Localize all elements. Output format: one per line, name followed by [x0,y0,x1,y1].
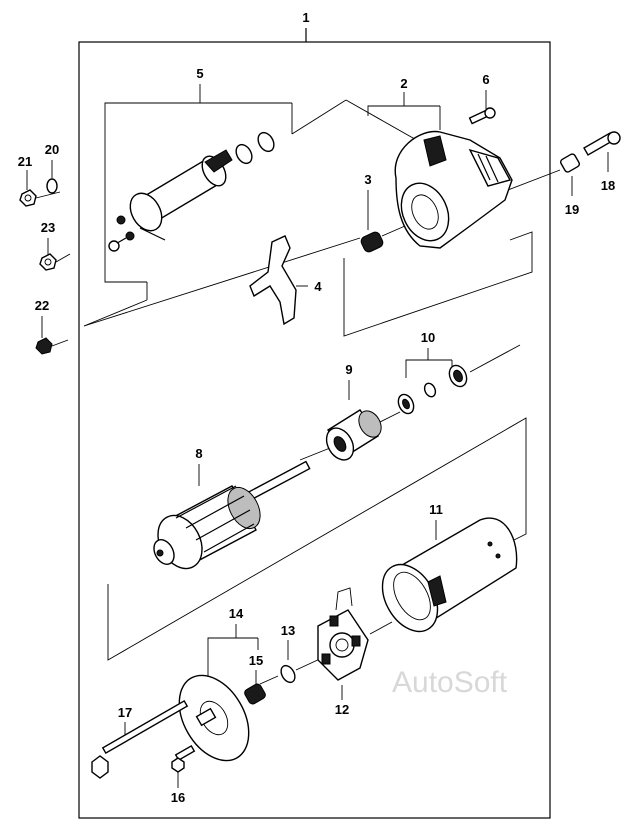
callout-10: 10 [421,330,435,345]
yoke-field-frame [381,517,518,633]
callout-15: 15 [249,653,263,668]
brush-holder [317,587,369,700]
callout-23: 23 [41,220,55,235]
drive-housing [367,92,513,249]
callout-21: 21 [18,154,32,169]
watermark: AutoSoft [392,666,508,699]
return-spring [360,190,406,253]
stop-ring-set [397,348,468,415]
callout-3: 3 [364,172,371,187]
callout-1: 1 [302,10,309,25]
through-bolt-17 [91,699,189,779]
callout-9: 9 [345,362,352,377]
callout-2: 2 [400,76,407,91]
callout-8: 8 [195,446,202,461]
nut-22 [35,316,53,355]
pinion-clutch [325,380,382,461]
armature [107,417,527,661]
shift-lever [249,235,308,326]
screw-6 [468,90,496,125]
callout-11: 11 [429,502,443,517]
callout-19: 19 [565,202,579,217]
callout-5: 5 [196,66,203,81]
end-frame [178,624,259,762]
bushing-19 [559,153,581,196]
callout-22: 22 [35,298,49,313]
screw-16 [171,744,196,788]
callout-6: 6 [482,72,489,87]
callout-12: 12 [335,702,349,717]
nut-21 [19,170,37,207]
bolt-18 [583,131,621,172]
callout-17: 17 [118,705,132,720]
solenoid-switch [108,149,233,252]
nut-23 [39,238,57,271]
callout-20: 20 [45,142,59,157]
callout-13: 13 [281,623,295,638]
callout-18: 18 [601,178,615,193]
callout-4: 4 [314,279,322,294]
washer-20 [46,160,58,194]
washer-13 [280,640,296,684]
callout-14: 14 [229,606,244,621]
assembly-frame [78,41,551,819]
solenoid-group [104,84,293,283]
bearing-15 [244,670,266,705]
callout-16: 16 [171,790,185,805]
